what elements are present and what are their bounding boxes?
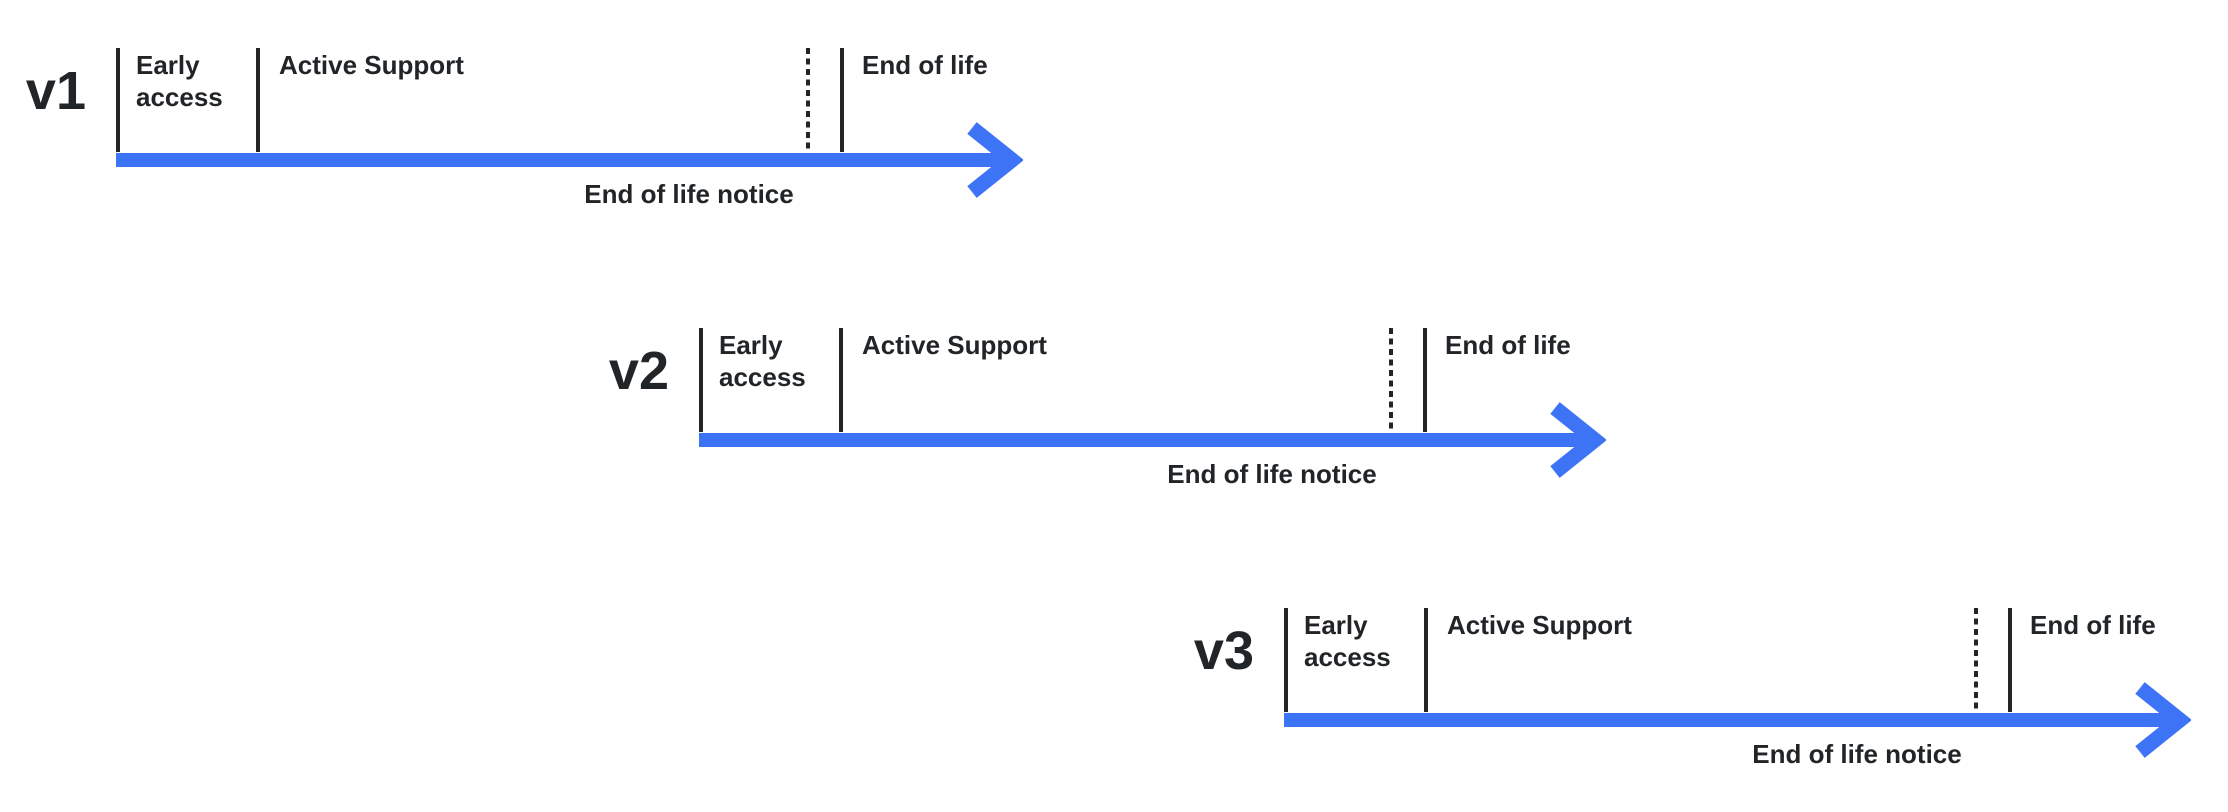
early-access-label: Early access [136, 50, 223, 112]
version-label: v1 [25, 61, 86, 121]
active-support-label: Active Support [1447, 610, 1632, 640]
end-of-life-notice-dashed-line [806, 48, 810, 152]
end-of-life-tick [1423, 328, 1427, 432]
active-support-start-tick [839, 328, 843, 432]
timeline-arrow [699, 402, 1606, 478]
active-support-start-tick [1424, 608, 1428, 712]
end-of-life-label: End of life [1445, 330, 1571, 360]
timeline-v3: v3 Early access Active Support End of li… [1194, 608, 2226, 812]
timeline-v1: v1 Early access Active Support End of li… [26, 48, 1058, 268]
end-of-life-tick [2008, 608, 2012, 712]
end-of-life-notice-label: End of life notice [1752, 739, 1962, 769]
end-of-life-notice-label: End of life notice [1167, 459, 1377, 489]
end-of-life-tick [840, 48, 844, 152]
end-of-life-label: End of life [2030, 610, 2156, 640]
end-of-life-label: End of life [862, 50, 988, 80]
end-of-life-notice-dashed-line [1974, 608, 1978, 712]
early-access-start-tick [1284, 608, 1288, 712]
end-of-life-notice-dashed-line [1389, 328, 1393, 432]
active-support-label: Active Support [279, 50, 464, 80]
end-of-life-notice-label: End of life notice [584, 179, 794, 209]
early-access-label: Early access [1304, 610, 1391, 672]
timeline-arrow [116, 122, 1023, 198]
timeline-v2: v2 Early access Active Support End of li… [609, 328, 1641, 548]
active-support-start-tick [256, 48, 260, 152]
version-label: v3 [1193, 621, 1254, 681]
early-access-start-tick [699, 328, 703, 432]
timeline-arrow [1284, 682, 2191, 758]
version-label: v2 [608, 341, 669, 401]
active-support-label: Active Support [862, 330, 1047, 360]
early-access-label: Early access [719, 330, 806, 392]
early-access-start-tick [116, 48, 120, 152]
